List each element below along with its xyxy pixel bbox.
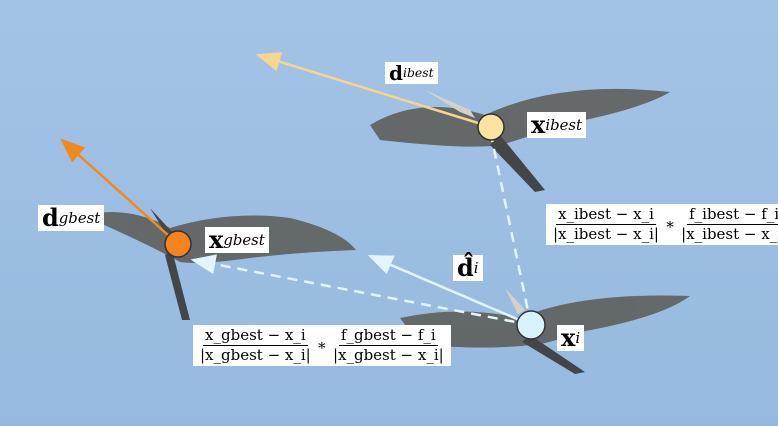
formula-ibest-operator: ∗ — [664, 215, 676, 233]
arrow-d-hat-i — [367, 254, 532, 327]
dashed-line-xi-to-gbest — [190, 254, 532, 327]
point-x-i — [516, 310, 546, 340]
arrow-d-ibest — [255, 52, 492, 129]
formula-gbest: x_gbest − x_i|x_gbest − x_i| ∗ f_gbest −… — [193, 325, 451, 366]
formula-ibest-den2: |x_ibest − x_i| — [681, 225, 778, 243]
formula-gbest-den1: |x_gbest − x_i| — [200, 346, 311, 364]
formula-gbest-num1: x_gbest − x_i — [203, 326, 308, 346]
formula-ibest: x_ibest − x_i|x_ibest − x_i| ∗ f_ibest −… — [546, 204, 778, 245]
dashed-line-xi-to-ibest — [489, 134, 533, 326]
point-x-ibest — [477, 113, 505, 141]
point-x-gbest — [164, 230, 192, 258]
formula-gbest-operator: ∗ — [316, 336, 327, 354]
bird-ibest — [370, 88, 670, 192]
formula-gbest-den2: |x_gbest − x_i| — [332, 346, 444, 364]
arrow-d-gbest — [60, 138, 179, 245]
formula-ibest-den1: |x_ibest − x_i| — [553, 225, 659, 243]
formula-ibest-num1: x_ibest − x_i — [556, 205, 656, 225]
formula-ibest-num2: f_ibest − f_i — [687, 207, 778, 225]
formula-gbest-num2: f_gbest − f_i — [338, 326, 438, 346]
label-d-hat-i: d̂i — [453, 255, 483, 281]
